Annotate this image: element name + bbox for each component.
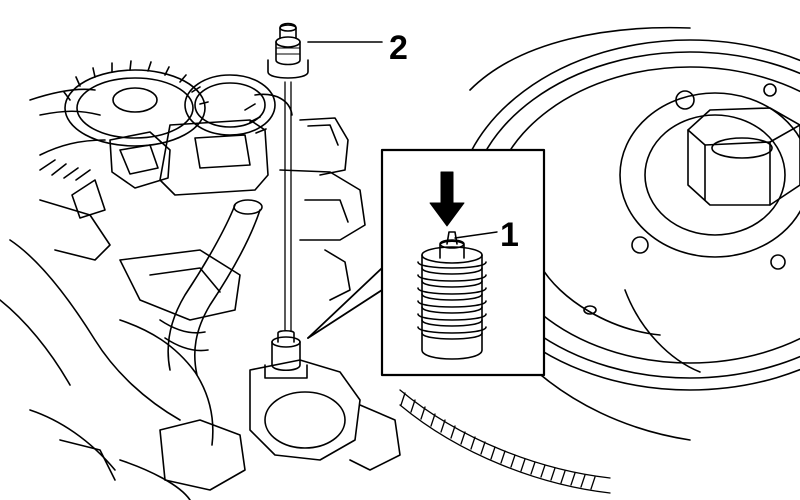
down-arrow-icon — [430, 172, 464, 226]
hoses — [120, 200, 262, 445]
callout-number-2: 2 — [389, 29, 408, 67]
callout-number-1: 1 — [500, 216, 519, 254]
detail-inset — [308, 150, 544, 375]
magnified-valve — [418, 232, 486, 359]
engine-housing — [0, 89, 365, 470]
leader-line-1 — [455, 232, 497, 238]
flywheel-nut — [688, 108, 800, 205]
valve-body — [60, 360, 400, 500]
timing-gears — [40, 61, 292, 180]
ring-gear-teeth — [400, 390, 610, 493]
grease-nipple — [268, 24, 308, 79]
valve-stem — [265, 331, 307, 378]
